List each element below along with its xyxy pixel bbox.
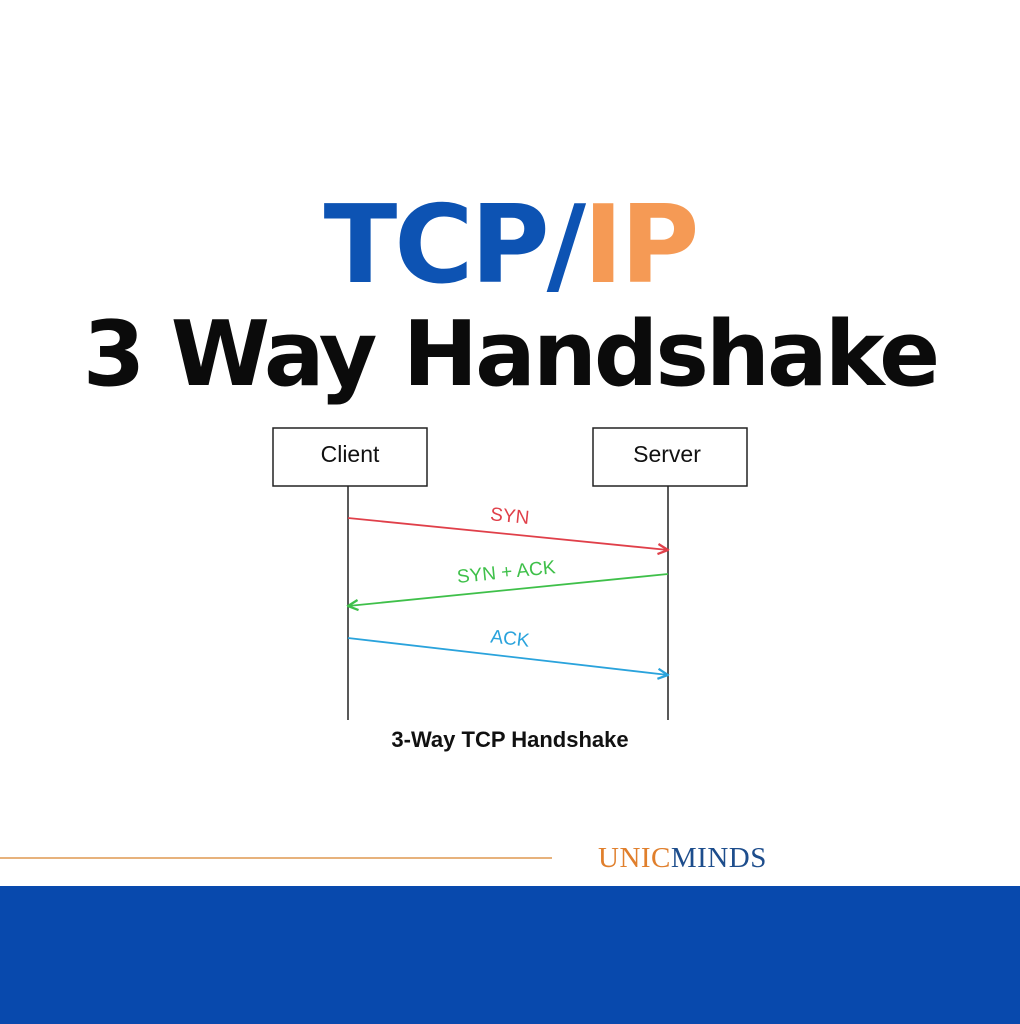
title-line-1: TCP/IP (0, 186, 1020, 306)
server-participant: Server (592, 427, 748, 720)
brand-logo-part-2: MINDS (670, 842, 767, 874)
message-arrow-syn-ack (348, 573, 669, 606)
message-label-ack: ACK (489, 626, 531, 651)
message-arrow-syn (347, 517, 668, 550)
client-box (272, 427, 428, 487)
title-tcp: TCP/ (323, 183, 587, 308)
message-arrow-ack (347, 637, 668, 675)
server-label: Server (633, 441, 701, 467)
message-label-syn-ack: SYN + ACK (456, 557, 557, 588)
footer-bar (0, 886, 1020, 1024)
client-participant: Client (272, 427, 428, 720)
server-box (592, 427, 748, 487)
handshake-messages: SYN SYN + ACK ACK (348, 504, 668, 675)
diagram-caption: 3-Way TCP Handshake (391, 727, 629, 752)
divider-line (0, 857, 552, 859)
brand-logo: UNICMINDS (598, 841, 767, 875)
title-ip: IP (583, 183, 699, 308)
brand-logo-part-1: UNIC (598, 842, 671, 874)
client-label: Client (321, 441, 380, 467)
message-label-syn: SYN (489, 504, 530, 529)
title-line-2: 3 Way Handshake (82, 302, 940, 407)
